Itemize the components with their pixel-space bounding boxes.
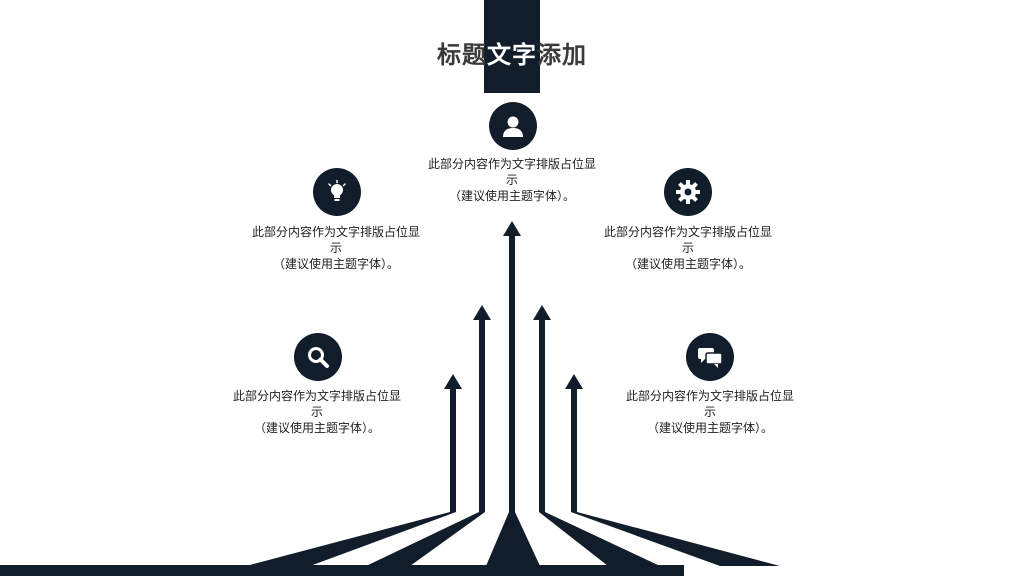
search-icon-circle — [294, 333, 342, 381]
arrow-outer-right — [565, 374, 583, 512]
road-ray-1 — [246, 512, 456, 566]
caption-line: 此部分内容作为文字排版占位显 — [603, 225, 772, 239]
caption-upper-left: 此部分内容作为文字排版占位显 示 （建议使用主题字体）。 — [246, 224, 426, 272]
caption-lower-left: 此部分内容作为文字排版占位显 示 （建议使用主题字体）。 — [227, 388, 407, 436]
gear-icon — [676, 180, 700, 204]
caption-line: 示 — [505, 173, 518, 187]
arrow-center — [503, 221, 521, 512]
road-ray-4 — [539, 512, 660, 566]
caption-line: 示 — [703, 405, 716, 419]
caption-upper-right: 此部分内容作为文字排版占位显 示 （建议使用主题字体）。 — [598, 224, 778, 272]
caption-line: 示 — [681, 241, 694, 255]
arrow-inner-right — [533, 305, 551, 512]
arrow-outer-left — [444, 374, 462, 512]
title-part-3: 添加 — [537, 41, 587, 69]
caption-line: 示 — [310, 405, 323, 419]
lightbulb-icon — [328, 179, 346, 201]
user-icon — [503, 116, 523, 137]
base-bar — [0, 565, 684, 576]
caption-line: 示 — [329, 241, 342, 255]
caption-line: （建议使用主题字体）。 — [624, 257, 751, 271]
caption-line: 此部分内容作为文字排版占位显 — [251, 225, 420, 239]
title-part-2: 文字 — [487, 41, 537, 69]
search-icon — [308, 347, 329, 368]
arrow-inner-left — [473, 305, 491, 512]
caption-line: （建议使用主题字体）。 — [448, 189, 575, 203]
caption-top: 此部分内容作为文字排版占位显 示 （建议使用主题字体）。 — [422, 156, 602, 204]
caption-line: （建议使用主题字体）。 — [272, 257, 399, 271]
title-part-1: 标题 — [437, 41, 487, 69]
road-ray-3 — [486, 512, 540, 566]
caption-line: 此部分内容作为文字排版占位显 — [625, 389, 794, 403]
gear-icon-circle — [664, 168, 712, 216]
title-accent-block — [484, 0, 540, 93]
caption-line: （建议使用主题字体）。 — [646, 421, 773, 435]
user-icon-circle — [489, 102, 537, 150]
caption-lower-right: 此部分内容作为文字排版占位显 示 （建议使用主题字体）。 — [620, 388, 800, 436]
road-ray-2 — [366, 512, 485, 566]
road-ray-5 — [571, 512, 780, 566]
chat-icon-circle — [686, 333, 734, 381]
caption-line: （建议使用主题字体）。 — [253, 421, 380, 435]
chat-icon — [698, 348, 723, 368]
caption-line: 此部分内容作为文字排版占位显 — [427, 157, 596, 171]
lightbulb-icon-circle — [313, 168, 361, 216]
caption-line: 此部分内容作为文字排版占位显 — [232, 389, 401, 403]
page-title: 标题文字添加 — [0, 38, 1024, 72]
